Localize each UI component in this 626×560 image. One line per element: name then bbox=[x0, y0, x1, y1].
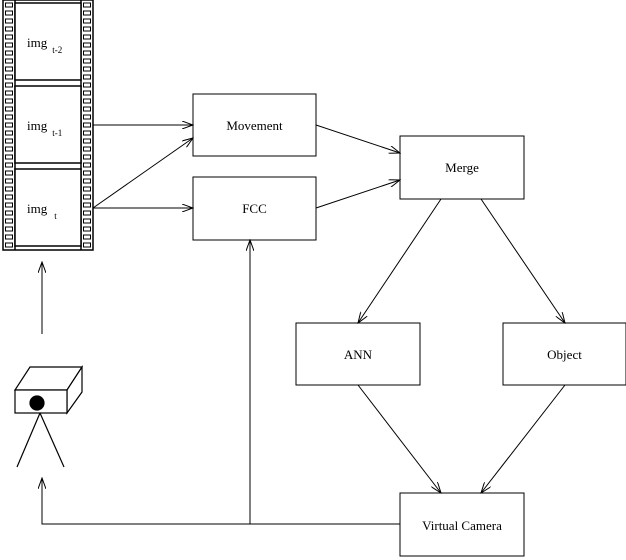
sprocket-hole bbox=[5, 202, 13, 208]
sprocket-hole bbox=[83, 122, 91, 128]
sprocket-hole bbox=[83, 34, 91, 40]
node-merge: Merge bbox=[399, 135, 525, 200]
sprocket-hole bbox=[5, 58, 13, 64]
sprocket-hole bbox=[5, 18, 13, 24]
sprocket-hole bbox=[83, 186, 91, 192]
sprocket-hole bbox=[83, 98, 91, 104]
node-movement: Movement bbox=[192, 93, 317, 157]
sprocket-hole bbox=[5, 34, 13, 40]
sprocket-hole bbox=[5, 162, 13, 168]
sprocket-hole bbox=[83, 82, 91, 88]
edge-fcc-to-merge bbox=[315, 180, 400, 209]
sprocket-hole bbox=[5, 146, 13, 152]
sprocket-hole bbox=[5, 170, 13, 176]
film-frame bbox=[14, 168, 82, 247]
sprocket-hole bbox=[5, 122, 13, 128]
sprocket-hole bbox=[5, 130, 13, 136]
sprocket-hole bbox=[83, 42, 91, 48]
sprocket-hole bbox=[5, 226, 13, 232]
sprocket-hole bbox=[5, 10, 13, 16]
sprocket-hole bbox=[5, 234, 13, 240]
film-frame bbox=[14, 2, 82, 81]
sprocket-hole bbox=[83, 74, 91, 80]
sprocket-hole bbox=[83, 194, 91, 200]
sprocket-hole bbox=[5, 138, 13, 144]
sprocket-hole bbox=[83, 114, 91, 120]
sprocket-hole bbox=[83, 66, 91, 72]
sprocket-hole bbox=[5, 178, 13, 184]
sprocket-hole bbox=[5, 218, 13, 224]
sprocket-hole bbox=[83, 162, 91, 168]
sprocket-hole bbox=[83, 2, 91, 8]
sprocket-hole bbox=[83, 10, 91, 16]
node-virtual-camera: Virtual Camera bbox=[399, 492, 525, 557]
node-label: Movement bbox=[226, 118, 283, 133]
sprocket-hole bbox=[5, 82, 13, 88]
sprocket-hole bbox=[5, 210, 13, 216]
node-label: Object bbox=[547, 347, 582, 362]
video-camera-icon bbox=[13, 364, 84, 468]
sprocket-hole bbox=[5, 66, 13, 72]
edge-object-to-virtual-camera bbox=[481, 384, 566, 493]
sprocket-hole bbox=[83, 178, 91, 184]
edge-virtual-camera-feedback bbox=[42, 478, 400, 525]
sprocket-hole bbox=[5, 154, 13, 160]
node-ann: ANN bbox=[295, 322, 421, 386]
sprocket-hole bbox=[83, 50, 91, 56]
sprocket-hole bbox=[83, 26, 91, 32]
sprocket-hole bbox=[83, 106, 91, 112]
sprocket-hole bbox=[5, 90, 13, 96]
sprocket-hole bbox=[83, 130, 91, 136]
sprocket-hole bbox=[83, 170, 91, 176]
sprocket-hole bbox=[5, 26, 13, 32]
sprocket-hole bbox=[83, 154, 91, 160]
node-label: Merge bbox=[445, 160, 479, 175]
edge-ann-to-virtual-camera bbox=[357, 384, 441, 493]
sprocket-hole bbox=[83, 58, 91, 64]
sprocket-hole bbox=[5, 98, 13, 104]
sprocket-hole bbox=[83, 138, 91, 144]
film-frame bbox=[14, 85, 82, 164]
sprocket-hole bbox=[5, 106, 13, 112]
sprocket-hole bbox=[83, 202, 91, 208]
sprocket-hole bbox=[83, 18, 91, 24]
node-object: Object bbox=[502, 322, 626, 386]
sprocket-hole bbox=[83, 90, 91, 96]
edge-movement-to-merge bbox=[315, 124, 400, 153]
sprocket-hole bbox=[83, 242, 91, 248]
sprocket-hole bbox=[5, 42, 13, 48]
sprocket-hole bbox=[5, 50, 13, 56]
edge-merge-to-ann bbox=[358, 198, 442, 323]
sprocket-hole bbox=[5, 194, 13, 200]
sprocket-hole bbox=[83, 146, 91, 152]
node-label: Virtual Camera bbox=[422, 518, 502, 533]
sprocket-hole bbox=[83, 218, 91, 224]
node-label: ANN bbox=[344, 347, 373, 362]
sprocket-hole bbox=[5, 114, 13, 120]
edge-img-t-to-movement bbox=[92, 138, 193, 209]
sprocket-hole bbox=[83, 226, 91, 232]
sprocket-hole bbox=[5, 242, 13, 248]
sprocket-hole bbox=[83, 210, 91, 216]
sprocket-hole bbox=[5, 74, 13, 80]
sprocket-hole bbox=[5, 2, 13, 8]
edge-merge-to-object bbox=[480, 198, 565, 323]
sprocket-hole bbox=[5, 186, 13, 192]
node-label: FCC bbox=[242, 201, 267, 216]
sprocket-hole bbox=[83, 234, 91, 240]
node-fcc: FCC bbox=[192, 176, 317, 241]
